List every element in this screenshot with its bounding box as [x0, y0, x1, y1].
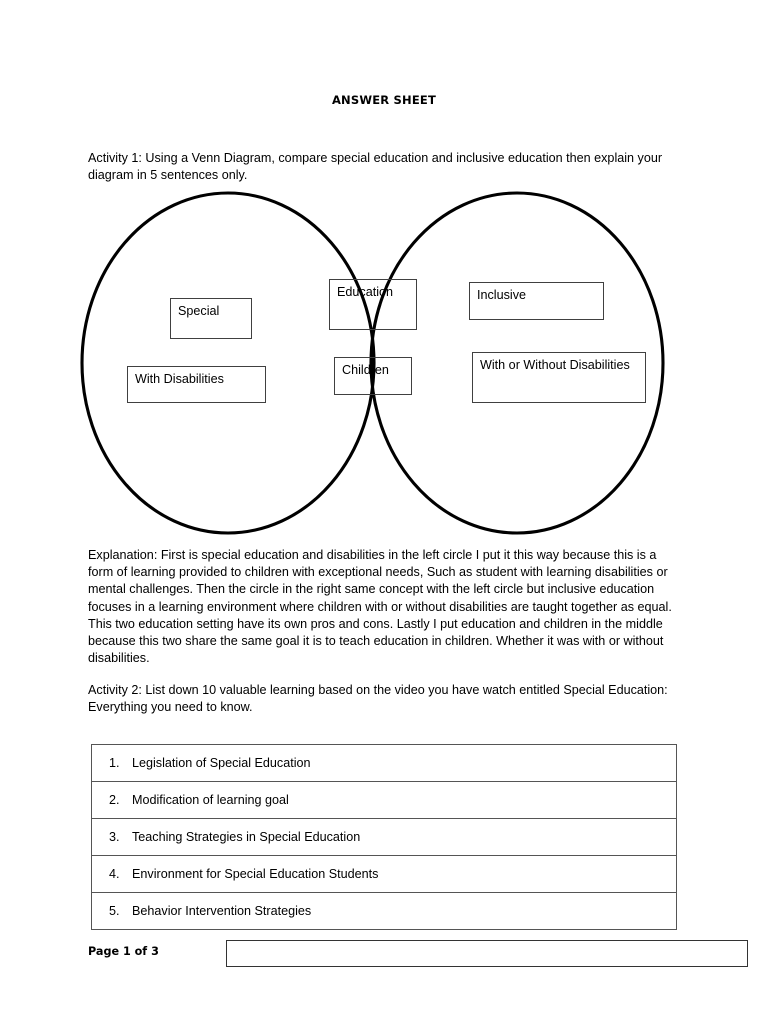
explanation-paragraph: Explanation: First is special education … — [88, 548, 672, 666]
answer-text-5: Behavior Intervention Strategies — [132, 904, 312, 918]
answer-text-1: Legislation of Special Education — [132, 756, 311, 770]
answer-number-4: 4. — [109, 867, 120, 881]
answer-number-1: 1. — [109, 756, 120, 770]
answer-number-5: 5. — [109, 904, 120, 918]
footer-input-box[interactable] — [226, 940, 748, 967]
venn-right-circle — [369, 191, 665, 535]
page-title: ANSWER SHEET — [331, 93, 437, 107]
venn-label-with-or-without-disabilities: With or Without Disabilities — [472, 352, 646, 403]
venn-label-with-disabilities: With Disabilities — [127, 366, 266, 403]
venn-label-education: Education — [329, 279, 417, 330]
answer-text-3: Teaching Strategies in Special Education — [132, 830, 361, 844]
answer-cell-1[interactable]: 1. Legislation of Special Education — [91, 744, 677, 782]
venn-circles-graphic — [80, 191, 665, 535]
table-row[interactable]: 4. Environment for Special Education Stu… — [91, 855, 677, 893]
activity-2-answer-table: 1. Legislation of Special Education 2. M… — [91, 744, 677, 930]
activity-2-prompt: Activity 2: List down 10 valuable learni… — [88, 683, 668, 715]
answer-table-body: 1. Legislation of Special Education 2. M… — [91, 744, 677, 930]
page-number-label: Page 1 of 3 — [88, 945, 159, 958]
answer-cell-4[interactable]: 4. Environment for Special Education Stu… — [91, 855, 677, 893]
answer-cell-5[interactable]: 5. Behavior Intervention Strategies — [91, 892, 677, 930]
venn-left-circle — [80, 191, 376, 535]
answer-cell-2[interactable]: 2. Modification of learning goal — [91, 781, 677, 819]
venn-label-inclusive: Inclusive — [469, 282, 604, 320]
venn-label-special: Special — [170, 298, 252, 339]
table-row[interactable]: 2. Modification of learning goal — [91, 781, 677, 819]
table-row[interactable]: 1. Legislation of Special Education — [91, 744, 677, 782]
activity-1-prompt: Activity 1: Using a Venn Diagram, compar… — [88, 151, 663, 182]
table-row[interactable]: 5. Behavior Intervention Strategies — [91, 892, 677, 930]
answer-text-4: Environment for Special Education Studen… — [132, 867, 379, 881]
venn-diagram: Special With Disabilities Education Chil… — [70, 188, 680, 544]
answer-text-2: Modification of learning goal — [132, 793, 289, 807]
answer-cell-3[interactable]: 3. Teaching Strategies in Special Educat… — [91, 818, 677, 856]
venn-label-children: Children — [334, 357, 412, 395]
answer-number-3: 3. — [109, 830, 120, 844]
answer-number-2: 2. — [109, 793, 120, 807]
table-row[interactable]: 3. Teaching Strategies in Special Educat… — [91, 818, 677, 856]
